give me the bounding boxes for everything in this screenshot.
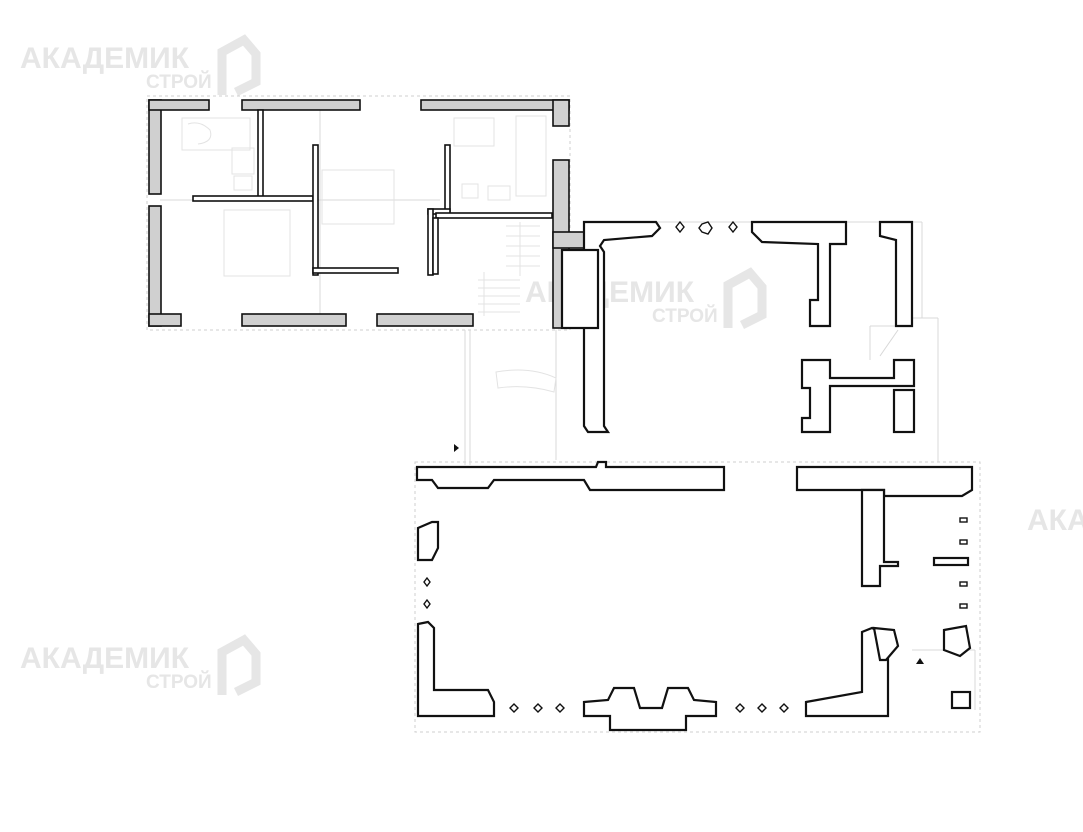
bathtub-icon xyxy=(181,117,251,151)
hall-west-wall xyxy=(582,220,662,434)
toilet-icon xyxy=(233,175,253,191)
sink-icon xyxy=(231,147,255,175)
entrance-markers xyxy=(454,444,924,664)
watermark-title: АКАДЕМИК xyxy=(20,42,190,75)
watermark-top-left: АКАДЕМИК СТРОЙ xyxy=(20,34,261,97)
lower-west-pier-top xyxy=(416,520,440,562)
watermark-subtitle: СТРОЙ xyxy=(146,71,212,93)
lower-west-wall xyxy=(416,620,496,718)
stairs-icon xyxy=(506,222,540,276)
watermark-logo-icon xyxy=(217,34,261,97)
lower-hall-window-columns xyxy=(423,517,968,713)
upper-block-partitions xyxy=(192,109,553,276)
entry-arrow-icon xyxy=(916,658,924,664)
watermark-logo-icon xyxy=(723,267,767,330)
watermark-title: АКАДЕМИК xyxy=(525,276,695,309)
stairs-icon xyxy=(478,272,520,316)
bathtub-icon xyxy=(515,115,547,197)
lower-east-pier xyxy=(872,626,900,662)
watermark-partial: АКА xyxy=(1027,504,1083,537)
watermark-subtitle: СТРОЙ xyxy=(146,671,212,693)
lower-south-center-pier xyxy=(582,686,718,732)
watermark-logo-icon xyxy=(217,634,261,697)
sink-icon xyxy=(487,185,511,201)
hall-east-double-pier xyxy=(800,358,916,434)
middle-hall-window-columns xyxy=(675,220,738,235)
bed-icon xyxy=(321,169,395,225)
upper-block-walls xyxy=(148,99,588,329)
wardrobe-icon xyxy=(453,117,495,147)
lower-east-small-pier xyxy=(942,624,972,658)
hall-north-wall-east xyxy=(750,220,848,328)
lower-north-wall-west xyxy=(415,460,726,492)
lower-interior-partition xyxy=(860,488,900,588)
entry-arrow-icon xyxy=(454,444,459,452)
bed-icon xyxy=(223,209,291,277)
watermark-subtitle: СТРОЙ xyxy=(652,305,718,327)
lower-north-wall-east xyxy=(795,465,974,498)
watermark-title: АКАДЕМИК xyxy=(20,642,190,675)
watermark-bottom-left: АКАДЕМИК СТРОЙ xyxy=(20,634,261,697)
middle-hall-walls xyxy=(560,220,916,434)
hall-northeast-pier xyxy=(878,220,914,328)
toilet-icon xyxy=(461,183,479,199)
lower-hall-walls xyxy=(415,460,974,732)
sofa-icon xyxy=(495,369,557,393)
furniture xyxy=(181,115,557,393)
watermark-right-partial: АКА xyxy=(1027,504,1083,537)
